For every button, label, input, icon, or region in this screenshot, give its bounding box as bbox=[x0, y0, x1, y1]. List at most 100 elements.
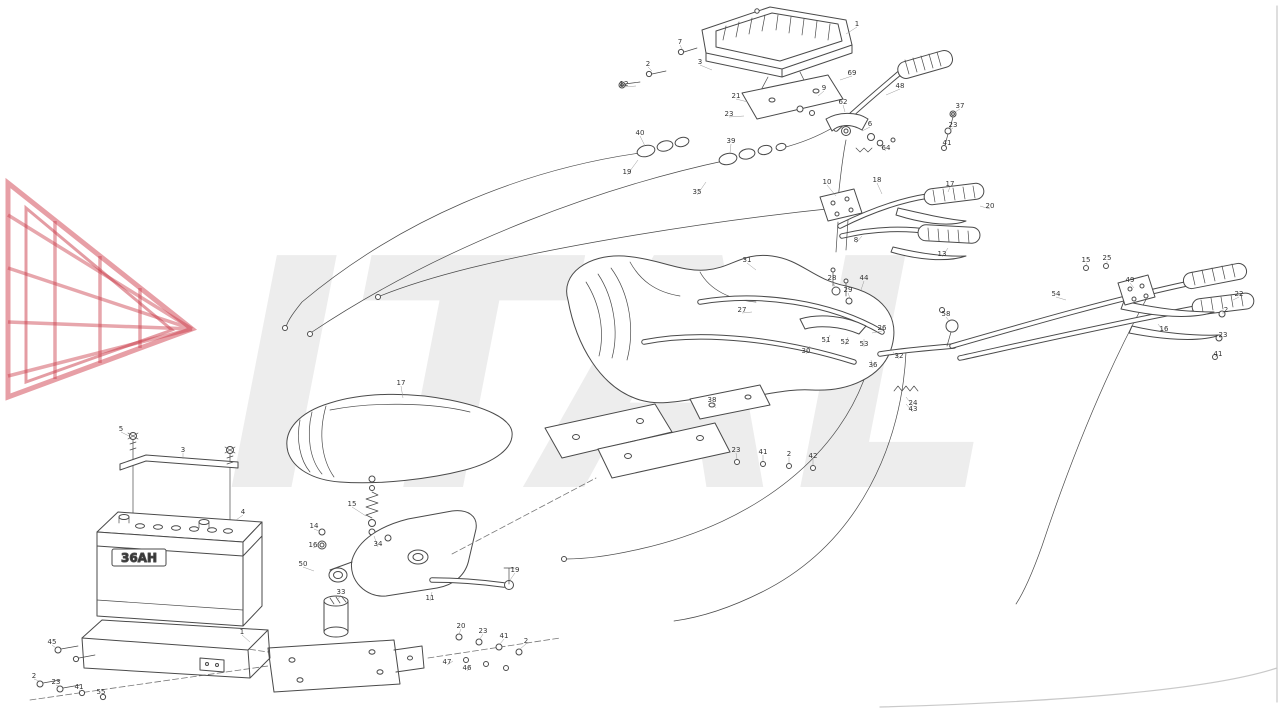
part-number-callout: 17 bbox=[397, 379, 406, 387]
callout-leader bbox=[826, 184, 837, 197]
handlebar-right bbox=[949, 262, 1255, 361]
callout-leader bbox=[861, 126, 871, 132]
callout-leader bbox=[947, 186, 951, 193]
drawbar bbox=[429, 567, 515, 590]
part-number-callout: 2 bbox=[32, 672, 36, 680]
part-number-callout: 9 bbox=[822, 84, 826, 92]
callout-leader bbox=[741, 311, 753, 314]
callout-leader bbox=[860, 280, 865, 291]
part-number-callout: 34 bbox=[374, 540, 383, 548]
part-number-callout: 10 bbox=[823, 178, 832, 186]
callout-leader bbox=[735, 452, 738, 460]
part-number-callout: 2 bbox=[787, 450, 791, 458]
callout-leader bbox=[905, 396, 914, 407]
part-number-callout: 20 bbox=[986, 202, 995, 210]
part-number-callout: 2 bbox=[524, 637, 528, 645]
frame-tubes bbox=[641, 295, 957, 365]
callout-leader bbox=[519, 643, 527, 650]
callout-leader bbox=[746, 262, 757, 271]
callout-leader bbox=[241, 634, 251, 643]
part-number-callout: 8 bbox=[854, 236, 858, 244]
callout-leader bbox=[78, 689, 82, 692]
part-number-callout: 21 bbox=[732, 92, 741, 100]
part-number-callout: 23 bbox=[725, 110, 734, 118]
part-number-callout: 27 bbox=[738, 306, 747, 314]
callout-leader bbox=[1129, 282, 1135, 289]
part-number-callout: 46 bbox=[463, 664, 472, 672]
callout-leader bbox=[1157, 323, 1165, 333]
callout-leader bbox=[805, 345, 811, 355]
callout-leader bbox=[944, 145, 948, 148]
diagram: 36AH bbox=[29, 5, 1278, 708]
callout-leader bbox=[373, 535, 379, 548]
part-number-callout: 2 bbox=[1224, 306, 1228, 314]
callout-leader bbox=[1055, 296, 1067, 301]
callout-leader bbox=[885, 88, 901, 96]
callout-leader bbox=[729, 143, 732, 154]
callout-leader bbox=[351, 506, 367, 517]
control-cables bbox=[282, 126, 1149, 622]
fasteners-right bbox=[1083, 263, 1226, 360]
part-number-callout: 26 bbox=[878, 324, 887, 332]
callout-leader bbox=[466, 664, 472, 672]
part-number-callout: 5 bbox=[119, 425, 123, 433]
part-number-callout: 16 bbox=[1160, 325, 1169, 333]
fasteners-bottom-left bbox=[36, 645, 107, 701]
callout-leader bbox=[235, 514, 244, 521]
battery: 36AH bbox=[96, 511, 263, 627]
part-number-callout: 24 bbox=[909, 399, 918, 407]
callout-leader bbox=[313, 528, 320, 532]
part-number-callout: 54 bbox=[1052, 290, 1061, 298]
grip-upper bbox=[897, 49, 954, 79]
callout-leader bbox=[337, 594, 342, 600]
part-number-callout: 3 bbox=[698, 58, 702, 66]
callout-leader bbox=[879, 145, 887, 152]
callout-leader bbox=[120, 431, 130, 437]
mounting-plates bbox=[544, 384, 816, 479]
part-number-callout: 49 bbox=[1126, 276, 1135, 284]
part-number-callout: 45 bbox=[48, 638, 57, 646]
part-number-callout: 41 bbox=[943, 139, 952, 147]
part-number-callout: 23 bbox=[479, 627, 488, 635]
part-number-callout: 6 bbox=[868, 120, 873, 128]
part-number-callout: 38 bbox=[708, 396, 717, 404]
callout-leader bbox=[458, 628, 462, 635]
part-number-callout: 30 bbox=[802, 347, 811, 355]
part-number-callout: 37 bbox=[956, 102, 965, 110]
callout-leader bbox=[839, 75, 853, 81]
part-number-callout: 35 bbox=[693, 188, 702, 196]
callout-leader bbox=[949, 127, 954, 131]
throttle-lever-cluster bbox=[825, 112, 896, 153]
callout-leader bbox=[699, 64, 713, 71]
part-number-callout: 14 bbox=[310, 522, 319, 530]
part-number-callout: 41 bbox=[500, 632, 509, 640]
callout-leader bbox=[1218, 336, 1224, 339]
callout-leader bbox=[941, 247, 949, 258]
part-number-callout: 51 bbox=[822, 336, 831, 344]
callout-leader bbox=[845, 26, 858, 35]
part-number-callout: 48 bbox=[896, 82, 905, 90]
callout-leader bbox=[825, 334, 831, 344]
callout-leader bbox=[429, 591, 433, 602]
battery-terminal bbox=[118, 514, 130, 524]
part-number-callout: 19 bbox=[511, 566, 520, 574]
part-number-callout: 43 bbox=[909, 405, 918, 413]
part-number-callout: 3 bbox=[181, 446, 185, 454]
part-number-callout: 1 bbox=[855, 20, 859, 28]
part-number-callout: 36 bbox=[869, 361, 878, 369]
part-number-callout: 41 bbox=[75, 683, 84, 691]
callout-leader bbox=[400, 385, 404, 399]
part-number-callout: 41 bbox=[1214, 350, 1223, 358]
handlebar-clamp-right bbox=[1117, 274, 1156, 306]
callout-leader bbox=[954, 108, 961, 113]
brand-logo-icon bbox=[5, 177, 198, 401]
callout-leader bbox=[647, 66, 653, 72]
chassis-panel bbox=[566, 254, 895, 404]
callout-leader bbox=[735, 98, 749, 103]
part-number-callout: 17 bbox=[946, 180, 955, 188]
callout-leader bbox=[831, 280, 837, 289]
part-number-callout: 23 bbox=[52, 678, 61, 686]
callout-leader bbox=[871, 330, 883, 334]
part-number-callout: 18 bbox=[873, 176, 882, 184]
callout-leader bbox=[892, 351, 900, 360]
